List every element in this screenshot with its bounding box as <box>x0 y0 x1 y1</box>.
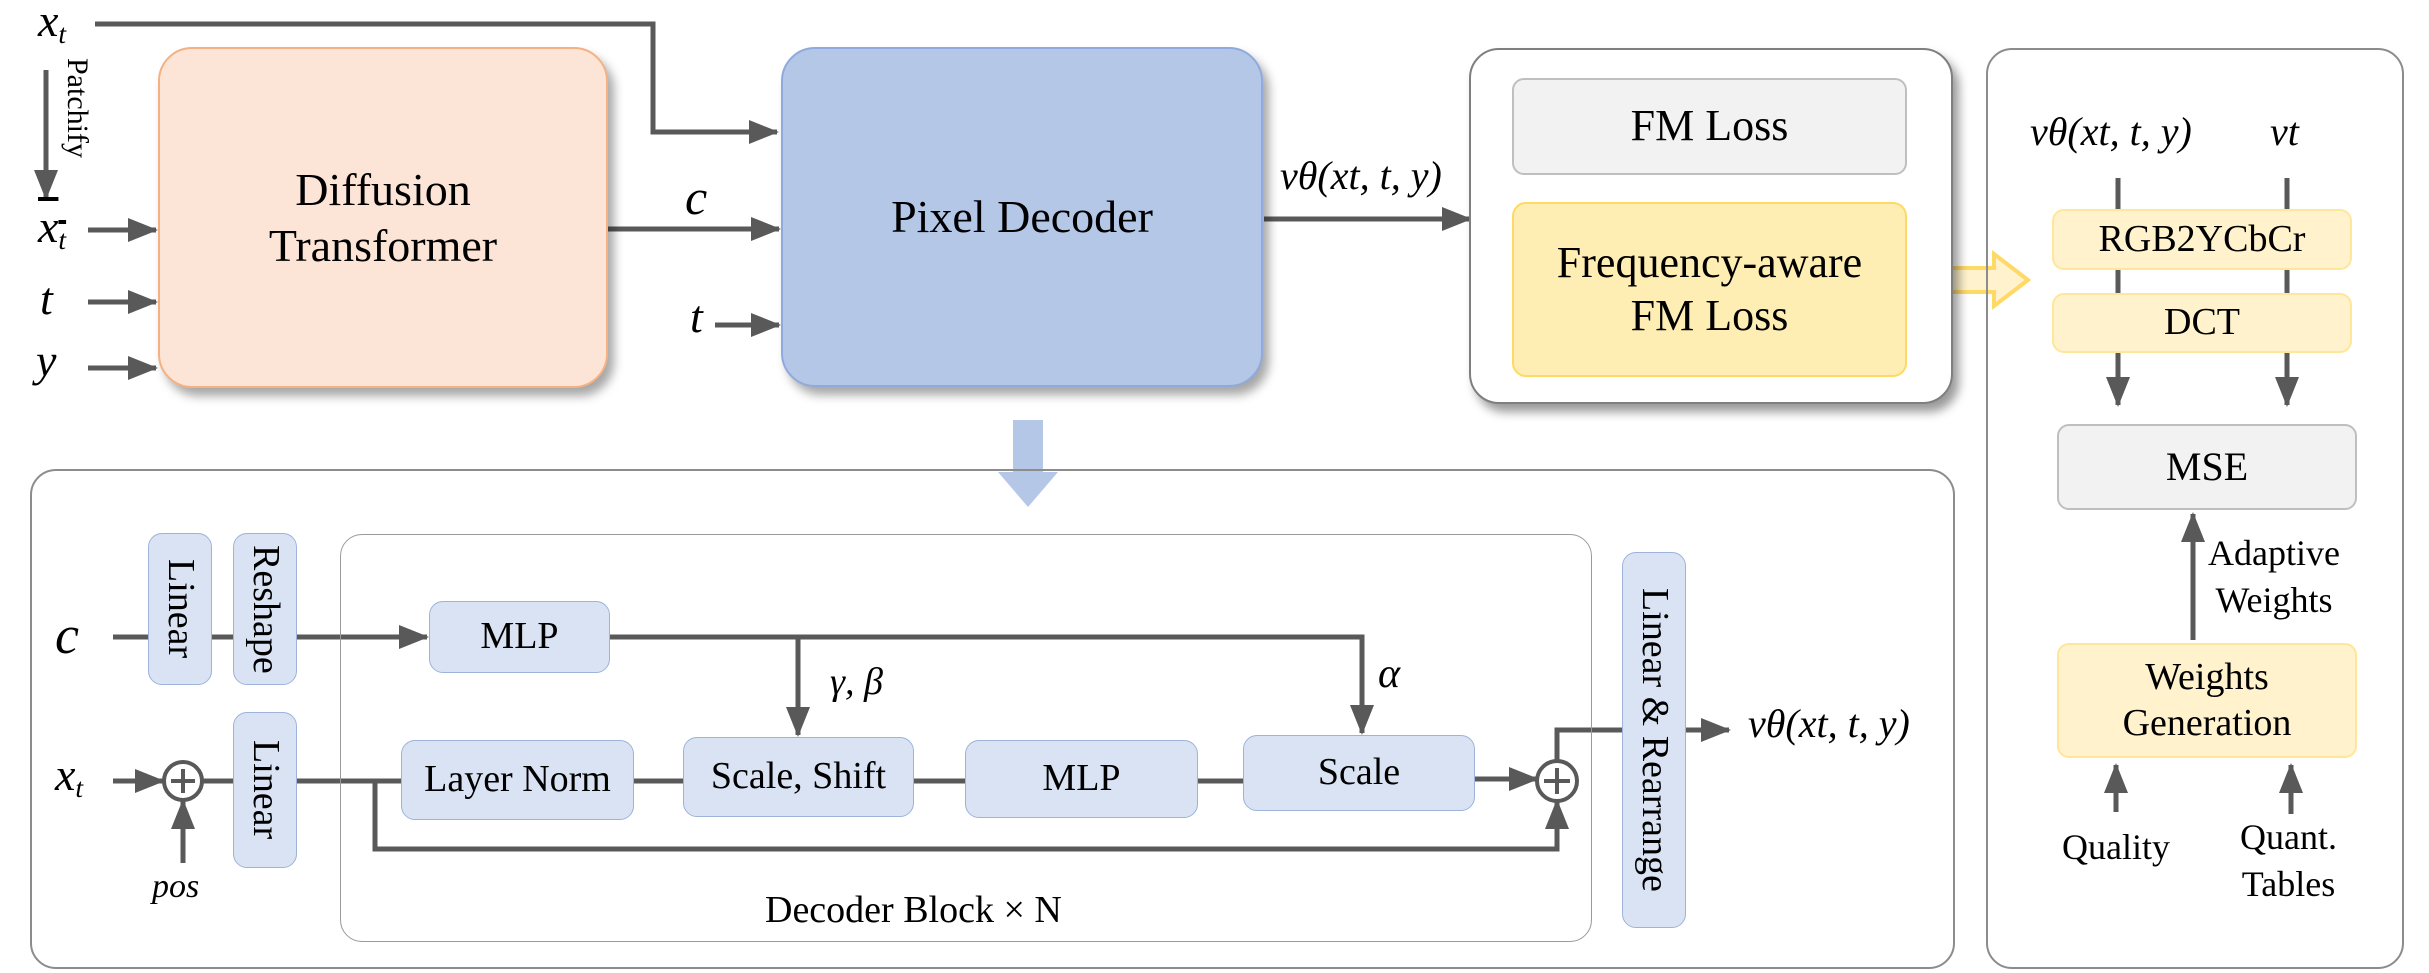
mlp-cond-box[interactable]: MLP <box>429 601 610 673</box>
alpha-label: α <box>1378 651 1401 697</box>
pred-label: vθ(xt, t, y) <box>2030 109 2192 154</box>
target-label: vt <box>2270 109 2299 154</box>
scale-shift-label: Scale, Shift <box>710 755 887 798</box>
pixel-decoder-label: Pixel Decoder <box>891 191 1153 243</box>
decoder-block-container <box>340 534 1592 942</box>
fm-loss-box[interactable]: FM Loss <box>1512 78 1907 175</box>
weights-gen-line1: Weights <box>2145 655 2269 698</box>
adaptive-line1: Adaptive <box>2208 533 2340 573</box>
residual-wire <box>372 781 1569 852</box>
freq-loss-line2: FM Loss <box>1630 290 1789 340</box>
pos-label: pos <box>152 868 200 905</box>
freq-loss-line1: Frequency-aware <box>1556 237 1863 287</box>
fm-loss-label: FM Loss <box>1630 101 1789 151</box>
dct-box[interactable]: DCT <box>2052 293 2352 353</box>
expand-arrow-icon <box>998 420 1058 507</box>
weights-gen-line2: Generation <box>2122 701 2292 744</box>
mlp-box[interactable]: MLP <box>965 740 1198 818</box>
mlp-cond-label: MLP <box>480 615 559 658</box>
frequency-aware-loss-box[interactable]: Frequency-aware FM Loss <box>1512 202 1907 377</box>
weights-generation-box[interactable]: Weights Generation <box>2057 643 2357 758</box>
decoder-c-label: c <box>55 605 79 665</box>
quality-label: Quality <box>2062 827 2170 867</box>
decoder-output-label: vθ(xt, t, y) <box>1280 153 1442 198</box>
add-out-wire <box>1554 727 1622 761</box>
dit-label-line1: Diffusion <box>295 164 471 216</box>
quant-tables-label: Quant. Tables <box>2240 814 2337 908</box>
linear-x-box[interactable]: Linear <box>233 712 297 868</box>
decoder-block-caption: Decoder Block × N <box>765 889 1062 931</box>
xt-input-label: xt <box>38 0 67 49</box>
mlp-label: MLP <box>1042 757 1121 800</box>
adaptive-line2: Weights <box>2215 579 2333 620</box>
rgb2ycbcr-label: RGB2YCbCr <box>2098 217 2306 260</box>
pixel-decoder-block[interactable]: Pixel Decoder <box>781 47 1263 387</box>
scale-box[interactable]: Scale <box>1243 735 1475 811</box>
frequency-loss-detail-panel <box>1986 48 2404 969</box>
c-label: c <box>685 169 708 225</box>
dit-label-line2: Transformer <box>268 219 498 271</box>
linear-rearrange-label: Linear & Rearrange <box>1633 588 1676 892</box>
pixel-decoder-detail-panel <box>30 469 1955 969</box>
linear-c-label: Linear <box>159 559 202 659</box>
scale-shift-box[interactable]: Scale, Shift <box>683 737 914 817</box>
xbar-input-label: xt <box>38 201 67 255</box>
patchify-label: Patchify <box>61 58 94 158</box>
quant-line1: Quant. <box>2240 817 2337 857</box>
cond-mlp-wire <box>610 634 1374 735</box>
y-input-label: y <box>36 335 57 386</box>
mse-label: MSE <box>2165 444 2249 489</box>
layer-norm-box[interactable]: Layer Norm <box>401 740 634 820</box>
reshape-label: Reshape <box>244 544 287 674</box>
layer-norm-label: Layer Norm <box>424 758 611 801</box>
xt-skip-wire <box>95 21 779 144</box>
adaptive-weights-label: Adaptive Weights <box>2208 530 2340 624</box>
t-input-label: t <box>40 273 53 324</box>
linear-rearrange-box[interactable]: Linear & Rearrange <box>1622 552 1686 928</box>
quant-line2: Tables <box>2241 863 2336 904</box>
diffusion-transformer-block[interactable]: Diffusion Transformer <box>158 47 608 388</box>
rgb2ycbcr-box[interactable]: RGB2YCbCr <box>2052 209 2352 270</box>
gamma-beta-label: γ, β <box>830 661 883 703</box>
dct-label: DCT <box>2164 301 2240 344</box>
decoder-xt-label: xt <box>55 749 84 803</box>
linear-c-box[interactable]: Linear <box>148 533 212 685</box>
linear-x-label: Linear <box>244 740 287 840</box>
decoder-panel-output-label: vθ(xt, t, y) <box>1748 701 1910 746</box>
reshape-box[interactable]: Reshape <box>233 533 297 685</box>
mse-box[interactable]: MSE <box>2057 424 2357 510</box>
scale-label: Scale <box>1317 751 1401 794</box>
t-decoder-label: t <box>690 291 703 342</box>
